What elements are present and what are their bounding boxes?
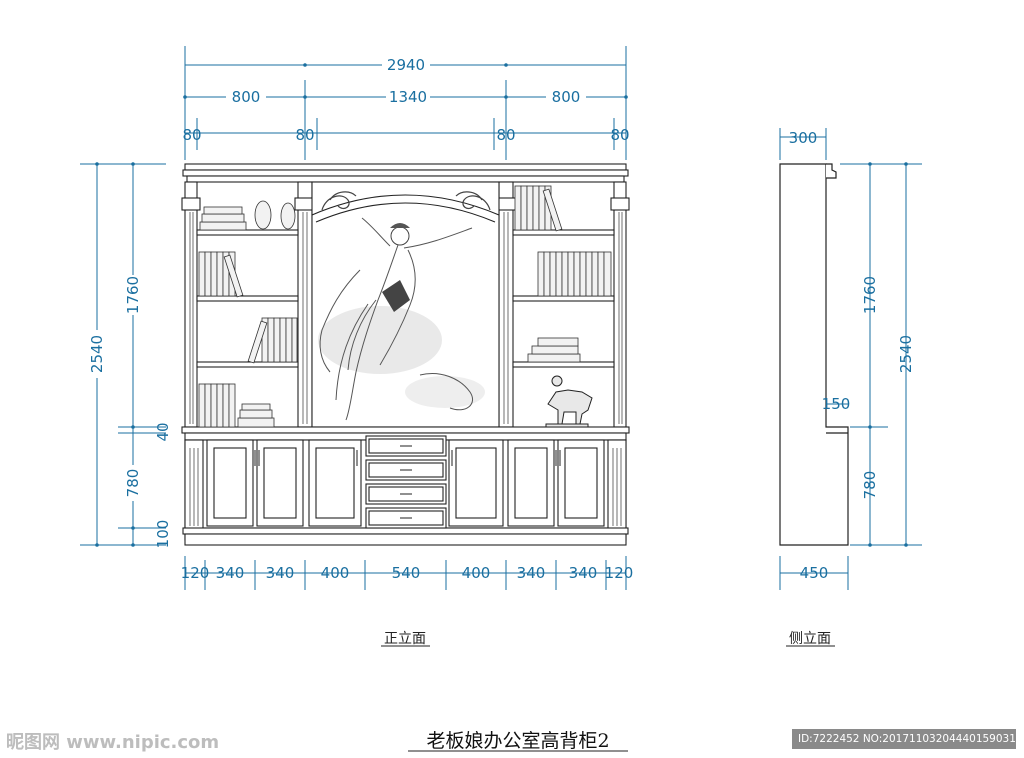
door-handles	[254, 445, 561, 519]
fairy-painting	[318, 217, 485, 421]
dim-right-section: 800	[552, 88, 581, 106]
front-dimension-ticks	[95, 63, 628, 547]
dim-center-section: 1340	[389, 88, 427, 106]
dim-bottom-7: 340	[517, 564, 546, 582]
side-elevation	[779, 163, 849, 546]
column-fluting	[189, 212, 623, 526]
dim-total-width: 2940	[387, 56, 425, 74]
dim-left-section: 800	[232, 88, 261, 106]
dim-side-upper: 1760	[861, 276, 879, 314]
dim-offset-4: 80	[610, 126, 629, 144]
side-dimension-ticks	[868, 162, 908, 547]
dim-total-height: 2540	[88, 335, 106, 373]
dim-bottom-4: 400	[321, 564, 350, 582]
dim-upper-height: 1760	[124, 276, 142, 314]
watermark-logo: 昵图网 www.nipic.com	[6, 732, 220, 753]
front-view-label: 正立面	[384, 631, 426, 647]
drawing-title: 老板娘办公室高背柜2	[426, 730, 609, 752]
dim-bottom-5: 540	[392, 564, 421, 582]
dim-bottom-1: 120	[181, 564, 210, 582]
side-view-label: 侧立面	[789, 631, 831, 647]
dim-offset-2: 80	[295, 126, 314, 144]
side-dimension-lines	[779, 128, 922, 590]
dim-side-total: 2540	[897, 335, 915, 373]
dim-side-depth-top: 300	[789, 129, 818, 147]
dim-bottom-8: 340	[569, 564, 598, 582]
horse-sculpture	[545, 375, 593, 428]
watermark-id: ID:7222452 NO:20171103204440159031	[792, 729, 1016, 749]
dim-base-height: 780	[124, 469, 142, 498]
dim-bottom-6: 400	[462, 564, 491, 582]
arch-scroll-ornaments	[321, 191, 491, 211]
dim-bottom-2: 340	[216, 564, 245, 582]
dim-bottom-3: 340	[266, 564, 295, 582]
dim-side-depth-bottom: 450	[800, 564, 829, 582]
dim-offset-3: 80	[496, 126, 515, 144]
shelf-books	[198, 185, 612, 428]
dim-side-base: 780	[861, 471, 879, 500]
dim-side-step: 150	[822, 395, 851, 413]
dim-offset-1: 80	[182, 126, 201, 144]
dim-countertop: 40	[154, 422, 172, 441]
dim-plinth: 100	[154, 520, 172, 549]
dim-bottom-9: 120	[605, 564, 634, 582]
